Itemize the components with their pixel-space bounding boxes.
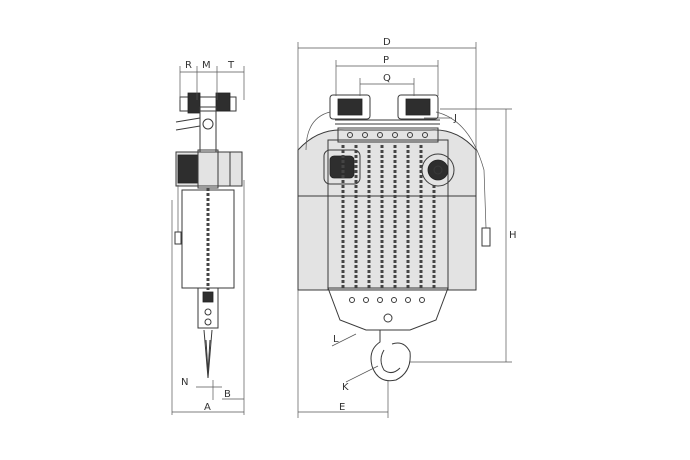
side-dimensions xyxy=(172,66,245,413)
dim-label-q: Q xyxy=(383,73,391,84)
dim-label-j: J xyxy=(453,113,457,124)
dim-label-l: L xyxy=(333,334,339,345)
front-dimensions xyxy=(297,42,512,418)
front-view xyxy=(297,94,491,382)
dim-label-b: B xyxy=(224,389,231,400)
dim-label-e: E xyxy=(339,402,345,413)
dim-label-h: H xyxy=(509,230,517,241)
dim-label-m: M xyxy=(202,60,211,71)
dim-label-r: R xyxy=(185,60,192,71)
dim-label-p: P xyxy=(383,55,389,66)
side-view xyxy=(171,92,245,415)
dim-label-a: A xyxy=(204,402,211,413)
dim-label-d: D xyxy=(383,37,391,48)
dim-label-k: K xyxy=(342,382,349,393)
dim-label-t: T xyxy=(227,60,235,71)
dim-label-n: N xyxy=(181,377,188,388)
